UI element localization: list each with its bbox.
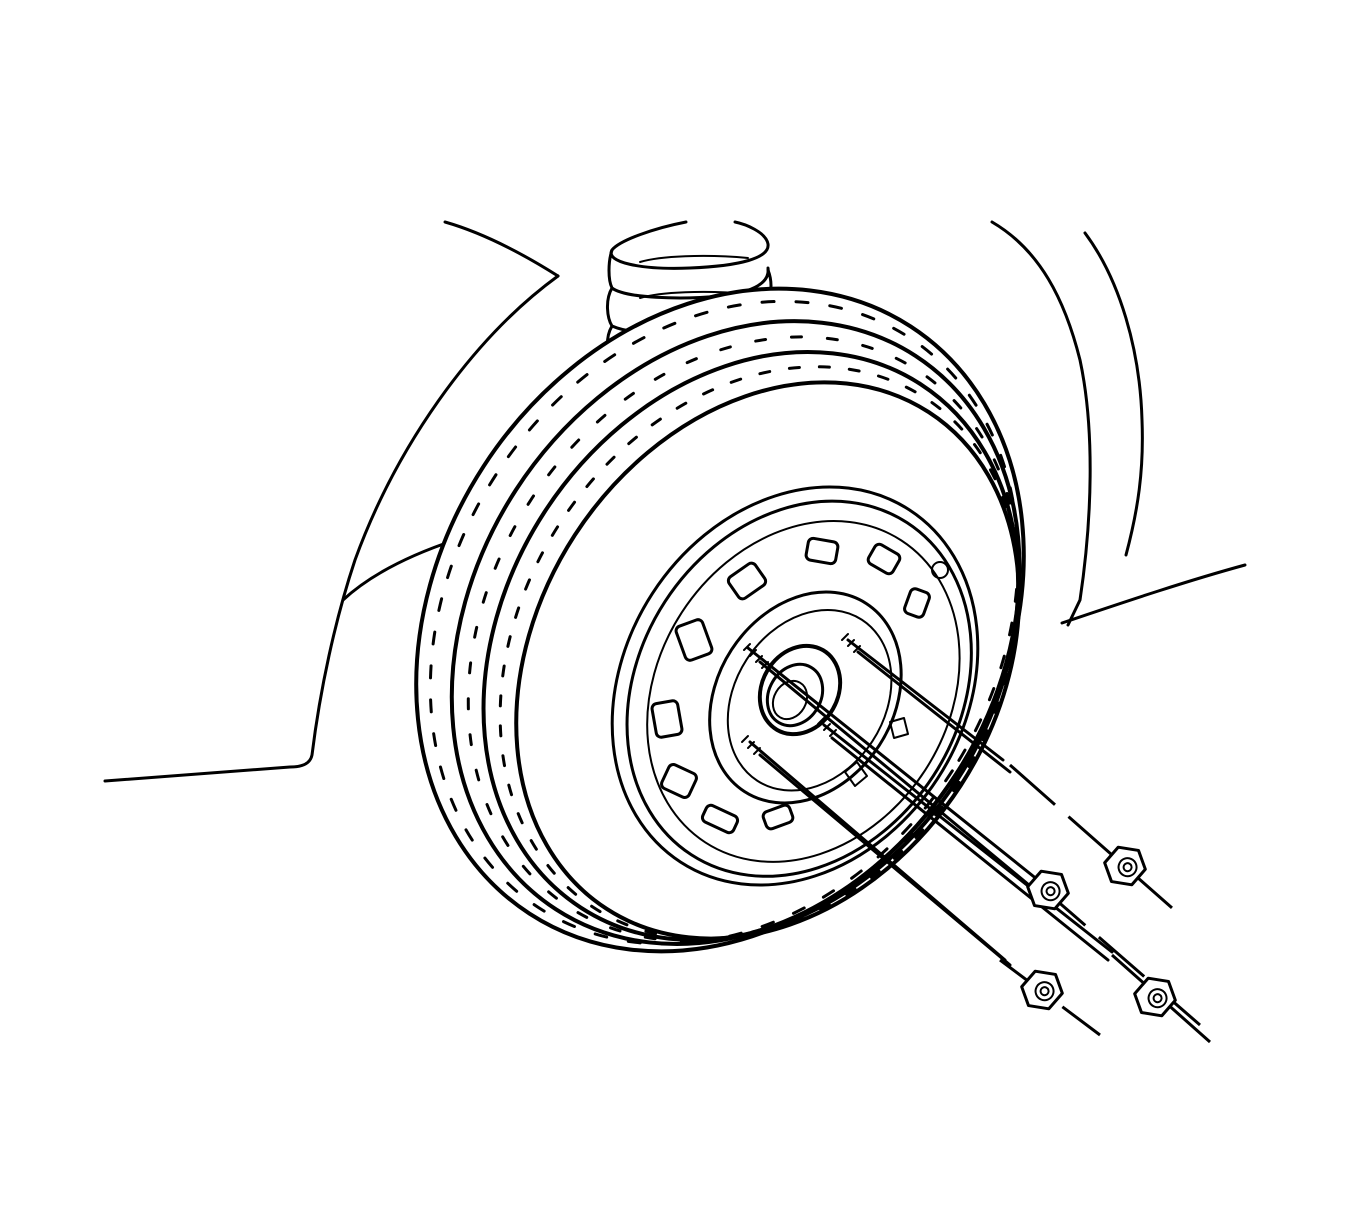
lug-nuts [1020,845,1177,1018]
wheel-vent-holes [650,536,949,835]
lug-nut-icon [1020,969,1064,1011]
wheel-stud-icon [743,643,1040,892]
vent-hole-icon [761,803,795,831]
wheel-studs [741,633,1114,967]
fender-outline [103,220,1247,783]
vent-hole-icon [804,536,840,566]
vent-hole-icon [726,561,768,601]
vent-hole-icon [866,542,902,576]
vent-hole-icon [674,618,714,662]
wheel-stud-icon [841,633,1012,774]
wheel-stud-icon [741,735,1012,967]
vent-hole-icon [903,587,931,619]
lug-nut-icon [1026,869,1070,911]
vent-hole-icon [650,699,684,739]
lug-nut-icon [1133,976,1177,1018]
vent-hole-icon [660,763,698,799]
vent-hole-icon [700,803,740,835]
wheel-stud-icon [817,717,1114,962]
lug-nut-icon [1103,845,1147,887]
